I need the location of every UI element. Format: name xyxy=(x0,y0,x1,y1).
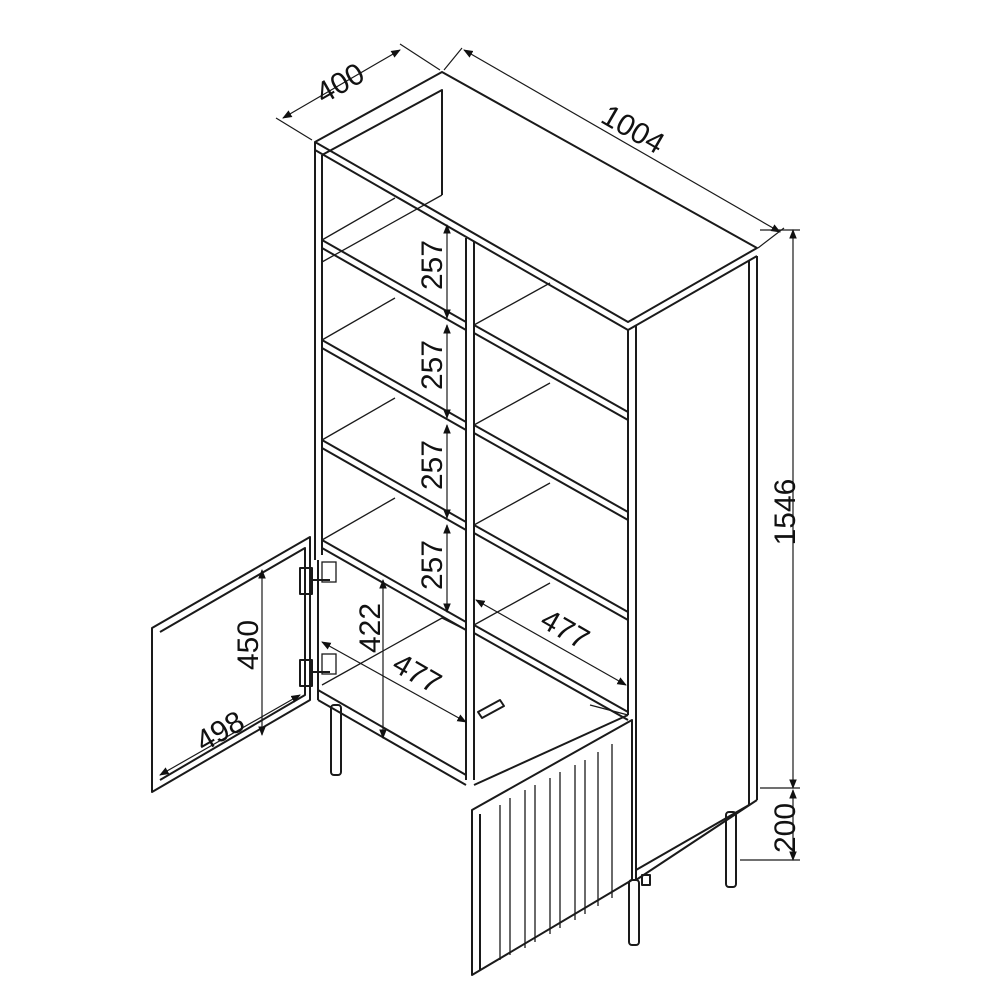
right-door xyxy=(471,719,633,976)
leg-height-label: 200 xyxy=(769,803,802,853)
compartment-height-label: 422 xyxy=(354,603,387,653)
width-label: 1004 xyxy=(596,99,670,161)
inner-width-right-label: 477 xyxy=(535,603,595,657)
shelf-gap-label-2: 257 xyxy=(416,340,449,390)
height-label: 1546 xyxy=(769,479,802,546)
door-width-label: 498 xyxy=(190,705,250,759)
depth-label: 400 xyxy=(310,57,370,111)
dimension-lines xyxy=(159,43,800,861)
carcass-interior xyxy=(314,89,629,786)
shelf-gap-label-3: 257 xyxy=(416,440,449,490)
door-height-label: 450 xyxy=(232,620,265,670)
inner-width-left-label: 477 xyxy=(387,647,447,701)
shelf-gap-label-4: 257 xyxy=(416,540,449,590)
legs xyxy=(330,704,737,946)
right-side-panel xyxy=(627,256,758,881)
handle xyxy=(477,699,505,719)
shelf-gap-label-1: 257 xyxy=(416,240,449,290)
